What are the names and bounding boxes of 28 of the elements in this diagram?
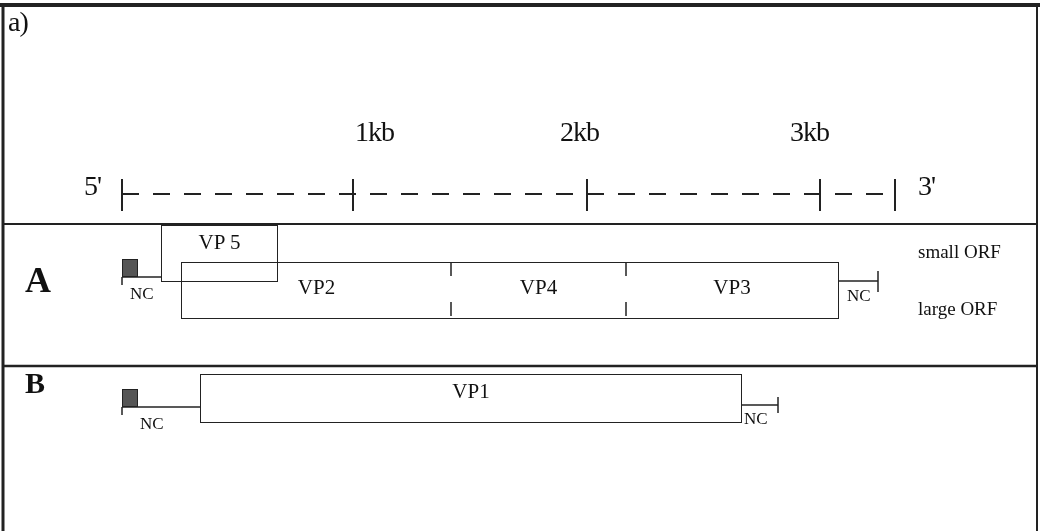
region-label: NC — [744, 410, 768, 427]
protein-segment — [626, 262, 839, 319]
protein-label: VP 5 — [198, 232, 241, 256]
region-label: NC — [847, 287, 871, 304]
region-label: NC — [140, 415, 164, 432]
protein-label: VP4 — [519, 277, 558, 301]
orf-label: small ORF — [918, 242, 1001, 261]
scale-label: 3kb — [790, 118, 829, 146]
protein-segment — [181, 262, 451, 319]
cap-block — [122, 389, 138, 407]
scale-label: 1kb — [355, 118, 394, 146]
orf-label: large ORF — [918, 299, 998, 318]
row-label: B — [25, 368, 44, 398]
orf-box — [200, 374, 742, 423]
protein-label: VP2 — [297, 277, 336, 301]
end-label: 3' — [918, 172, 936, 200]
orf-box — [161, 225, 278, 282]
protein-label: VP3 — [713, 277, 751, 301]
protein-label: VP1 — [452, 381, 490, 405]
noncoding-line — [121, 276, 162, 278]
region-label: NC — [130, 285, 154, 302]
end-label: 5' — [84, 172, 102, 200]
panel-label: a) — [8, 8, 28, 36]
row-label: A — [25, 262, 50, 298]
cap-block — [122, 259, 138, 277]
protein-segment — [451, 262, 626, 319]
scale-label: 2kb — [560, 118, 599, 146]
noncoding-line — [121, 406, 201, 408]
